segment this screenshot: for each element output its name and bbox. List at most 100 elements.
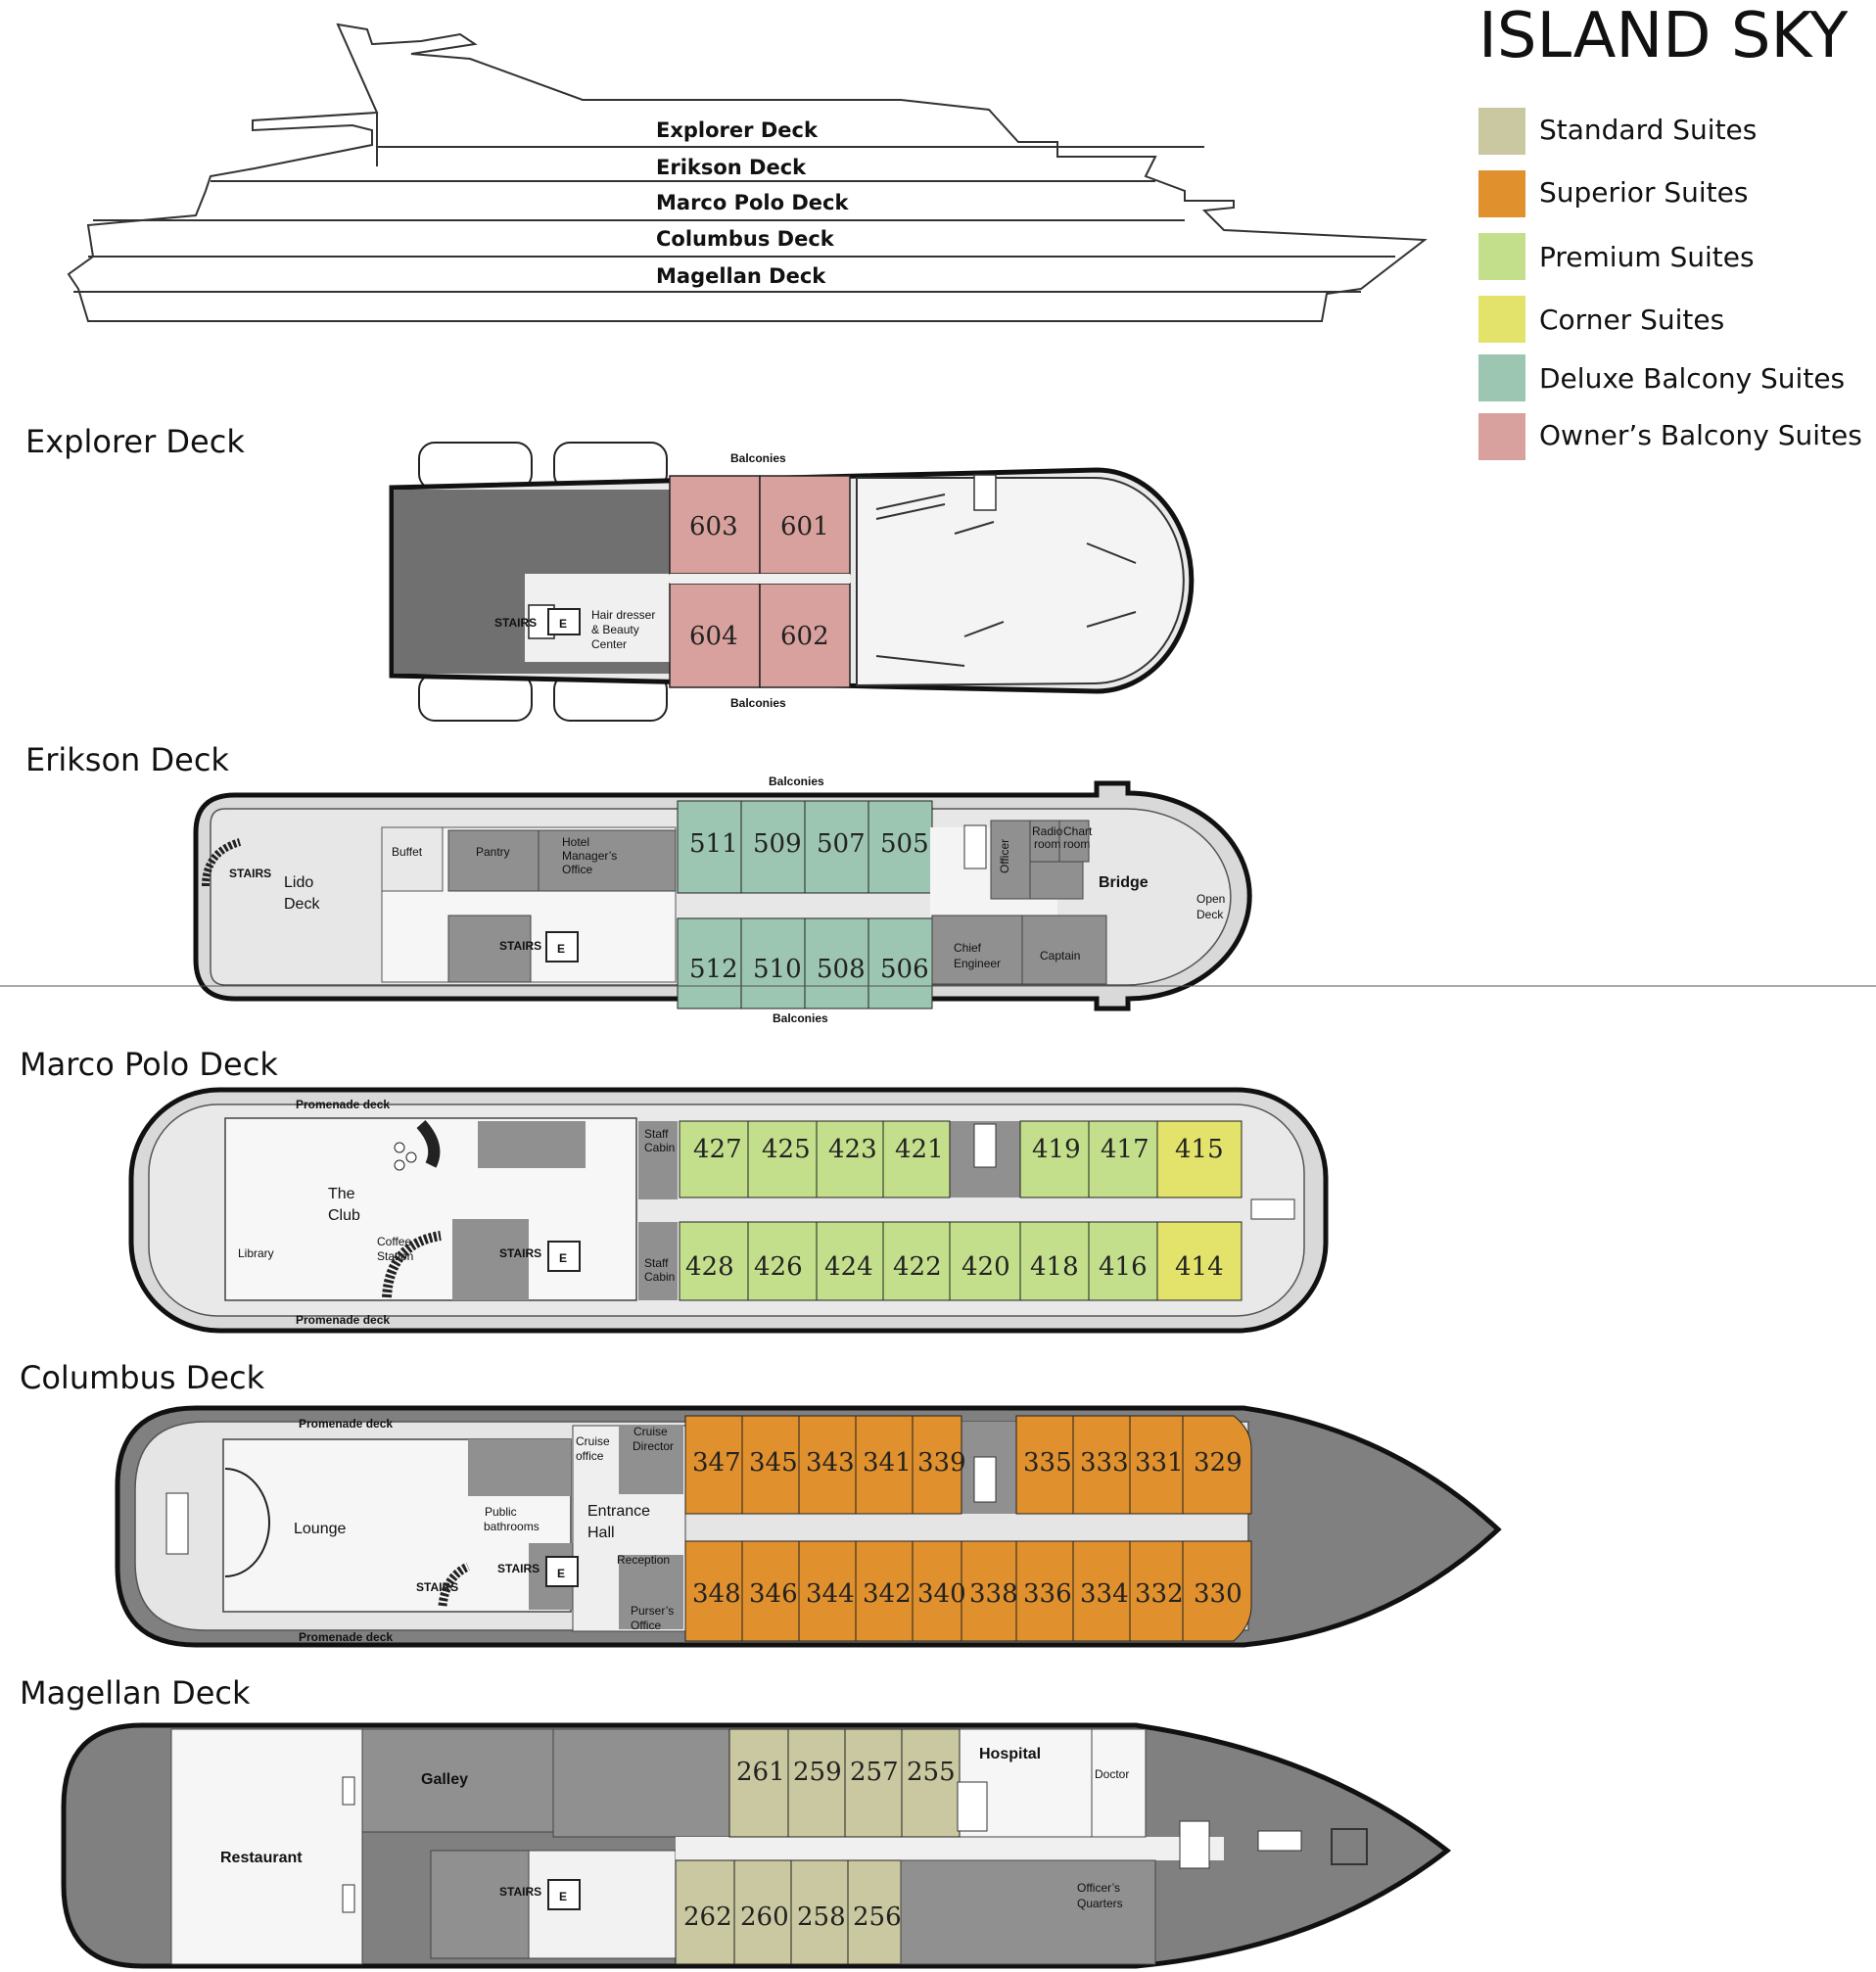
restaurant-label: Restaurant — [220, 1850, 303, 1866]
cabin — [1072, 1540, 1131, 1642]
staff-cabin — [638, 1222, 678, 1300]
cabin — [804, 800, 869, 894]
magellan-deck-title: Magellan Deck — [20, 1674, 251, 1712]
stairs-icon — [1257, 1830, 1302, 1852]
cabin — [679, 1221, 749, 1301]
cabin — [679, 1120, 749, 1198]
public-bathrooms-label: bathrooms — [484, 1520, 539, 1533]
corridor — [676, 1837, 1224, 1860]
legend-label-corner: Corner Suites — [1539, 304, 1724, 336]
erikson-deck-title: Erikson Deck — [25, 741, 229, 778]
cabin-number: 506 — [880, 955, 929, 984]
cabin-number: 416 — [1099, 1252, 1148, 1282]
stairwell-room — [430, 1850, 530, 1959]
hair-dresser-label: Center — [591, 637, 627, 651]
stairs-icon — [1250, 1198, 1295, 1220]
cabin — [855, 1415, 914, 1515]
service-room — [478, 1121, 586, 1168]
entrance-hall-label: Hall — [587, 1525, 615, 1541]
stairs-label: STAIRS — [499, 1246, 541, 1260]
legend-swatch-deluxe — [1478, 354, 1525, 401]
entrance-hall-label: Entrance — [587, 1503, 650, 1520]
cabin-number: 330 — [1194, 1579, 1243, 1609]
cabin-number: 512 — [689, 955, 738, 984]
cabin-number: 262 — [683, 1902, 732, 1932]
cabin-number: 260 — [740, 1902, 789, 1932]
officer-label: Officer — [998, 839, 1011, 873]
chief-engineer-label: Chief — [954, 941, 982, 955]
cabin-number: 256 — [853, 1902, 902, 1932]
spiral-stairs-icon — [202, 838, 242, 887]
chief-engineer-cabin — [931, 915, 1023, 985]
staff-cabin-label: Staff — [644, 1127, 669, 1141]
hair-dresser-label: & Beauty — [591, 623, 639, 636]
cabin-number: 417 — [1101, 1135, 1149, 1164]
buffet-room — [381, 826, 444, 892]
bar-counter-icon — [416, 1119, 441, 1168]
buffet-label: Buffet — [392, 845, 423, 859]
cabin — [1019, 1120, 1090, 1198]
cabin — [912, 1415, 962, 1515]
cabin-number: 428 — [685, 1252, 734, 1282]
balconies-label: Balconies — [730, 696, 786, 710]
cabin-number: 420 — [961, 1252, 1010, 1282]
stairs-icon — [963, 824, 987, 869]
legend-label-superior: Superior Suites — [1539, 176, 1748, 209]
lido-label: Lido — [284, 874, 313, 891]
cabin-number: 255 — [907, 1758, 956, 1787]
cabin — [868, 917, 933, 1009]
staff-cabin-label: Cabin — [644, 1270, 675, 1284]
spiral-stairs-icon — [382, 1231, 442, 1298]
cabin-number: 257 — [850, 1758, 899, 1787]
cabin-number: 345 — [749, 1448, 798, 1478]
purser-office — [619, 1555, 683, 1629]
cabin — [669, 475, 761, 575]
hotel-manager-office — [538, 829, 677, 892]
cabin-number: 338 — [969, 1579, 1018, 1609]
cabin-number: 347 — [692, 1448, 741, 1478]
legend-swatch-premium — [1478, 233, 1525, 280]
cruise-director-label: Director — [633, 1439, 674, 1453]
columbus-deck: 347 345 343 341 339 335 333 331 329 348 … — [115, 1405, 1502, 1648]
elevator-icon — [547, 1241, 581, 1272]
cabin — [1182, 1540, 1252, 1642]
cabin-number: 511 — [689, 829, 738, 859]
cabin-number: 336 — [1023, 1579, 1072, 1609]
erikson-cabins-bottom — [677, 917, 933, 1009]
officers-quarters — [900, 1859, 1156, 1965]
cabin — [669, 583, 761, 688]
officers-quarters-label: Officer’s — [1077, 1881, 1120, 1895]
hotel-label: Office — [562, 863, 592, 876]
magellan-deck: 261 259 257 255 262 260 258 256 Galley R… — [61, 1722, 1452, 1969]
cruise-director-office — [619, 1426, 683, 1494]
stairs-icon — [973, 1456, 997, 1503]
cabin-number: 424 — [824, 1252, 873, 1282]
pantry-room — [447, 829, 539, 892]
staff-cabin-label: Staff — [644, 1256, 669, 1270]
elevator-label: E — [559, 617, 567, 631]
cabin — [816, 1221, 884, 1301]
staff-cabin — [638, 1121, 678, 1199]
door-icon — [342, 1884, 355, 1913]
legend-label-standard: Standard Suites — [1539, 114, 1757, 146]
galley-room — [361, 1728, 554, 1833]
bridge-service — [1029, 861, 1084, 900]
spiral-stairs-icon — [438, 1562, 471, 1607]
purser-label: Office — [631, 1619, 661, 1632]
cabin-number: 419 — [1032, 1135, 1081, 1164]
cabin-number: 421 — [895, 1135, 944, 1164]
cabin-number: 510 — [753, 955, 802, 984]
legend-swatch-superior — [1478, 170, 1525, 217]
sun-deck — [856, 477, 1185, 687]
stairs-icon — [165, 1492, 189, 1555]
cabin — [1015, 1540, 1074, 1642]
profile-label-marco-polo: Marco Polo Deck — [656, 191, 849, 214]
doctor-label: Doctor — [1095, 1767, 1129, 1781]
magellan-cabins-bottom — [675, 1859, 902, 1965]
cabin — [1182, 1415, 1252, 1515]
explorer-deck-title: Explorer Deck — [25, 423, 245, 460]
cabin-number: 418 — [1030, 1252, 1079, 1282]
columbus-cabins-top — [684, 1415, 1252, 1515]
cabin — [787, 1728, 846, 1838]
